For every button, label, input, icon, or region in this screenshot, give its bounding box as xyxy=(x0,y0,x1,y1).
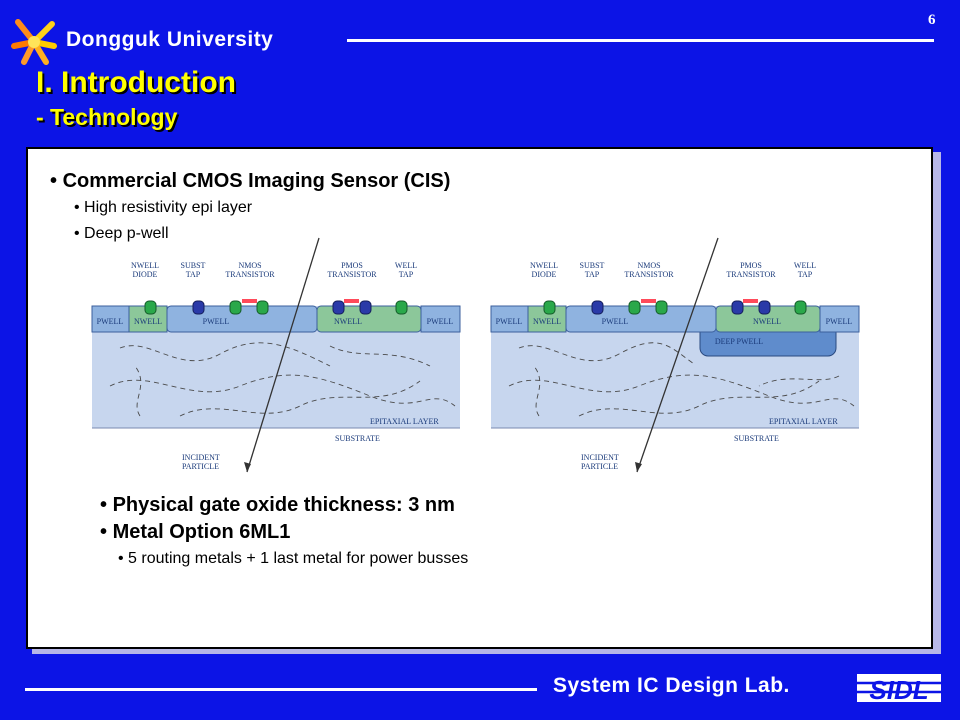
metal-option-text: Metal Option 6ML1 xyxy=(112,521,291,543)
region-label-pwell: PWELL xyxy=(496,317,523,326)
label-epitaxial-layer: EPITAXIAL LAYER xyxy=(370,417,439,426)
region-label-pwell: PWELL xyxy=(826,317,853,326)
epi-layer-text: High resistivity epi layer xyxy=(84,199,253,216)
slide-subtitle: - Technology xyxy=(36,104,178,130)
region-label-pwell: PWELL xyxy=(602,317,629,326)
dongguk-star-logo-icon xyxy=(11,19,57,65)
incident-particle-track xyxy=(246,237,320,473)
region-pwell xyxy=(420,305,461,333)
bullet-routing-metals: • 5 routing metals + 1 last metal for po… xyxy=(118,550,469,567)
cis-heading-text: Commercial CMOS Imaging Sensor (CIS) xyxy=(62,170,451,192)
gate-oxide-text: Physical gate oxide thickness: 3 nm xyxy=(112,494,455,516)
bullet-deep-pwell: • Deep p-well xyxy=(74,225,169,242)
bullet-cis-heading: • Commercial CMOS Imaging Sensor (CIS) xyxy=(50,170,451,192)
lab-name: System IC Design Lab. xyxy=(553,674,790,697)
label-substrate: SUBSTRATE xyxy=(734,434,779,443)
routing-metals-text: 5 routing metals + 1 last metal for powe… xyxy=(128,550,469,567)
region-pwell xyxy=(819,305,860,333)
university-name: Dongguk University xyxy=(66,28,274,51)
bullet-epi-layer: • High resistivity epi layer xyxy=(74,199,253,216)
deep-pwell-text: Deep p-well xyxy=(84,225,169,242)
sidl-logo-text: SIDL xyxy=(869,675,928,705)
region-label-nwell: NWELL xyxy=(753,317,781,326)
bullet-gate-oxide: • Physical gate oxide thickness: 3 nm xyxy=(100,494,455,516)
bullet-metal-option: • Metal Option 6ML1 xyxy=(100,521,291,543)
footer-rule xyxy=(25,688,537,691)
header-rule xyxy=(347,39,934,42)
sidl-logo-icon: SIDL xyxy=(857,674,941,705)
region-label-nwell: NWELL xyxy=(533,317,561,326)
region-label-nwell: NWELL xyxy=(334,317,362,326)
region-pwell xyxy=(490,305,529,333)
slide-title: I. Introduction xyxy=(36,66,236,99)
label-epitaxial-layer: EPITAXIAL LAYER xyxy=(769,417,838,426)
incident-particle-track xyxy=(636,237,719,473)
region-label-deep-pwell: DEEP PWELL xyxy=(715,337,763,346)
label-substrate: SUBSTRATE xyxy=(335,434,380,443)
region-label-pwell: PWELL xyxy=(203,317,230,326)
page-number: 6 xyxy=(928,12,936,28)
region-label-pwell: PWELL xyxy=(97,317,124,326)
region-label-nwell: NWELL xyxy=(134,317,162,326)
region-label-pwell: PWELL xyxy=(427,317,454,326)
